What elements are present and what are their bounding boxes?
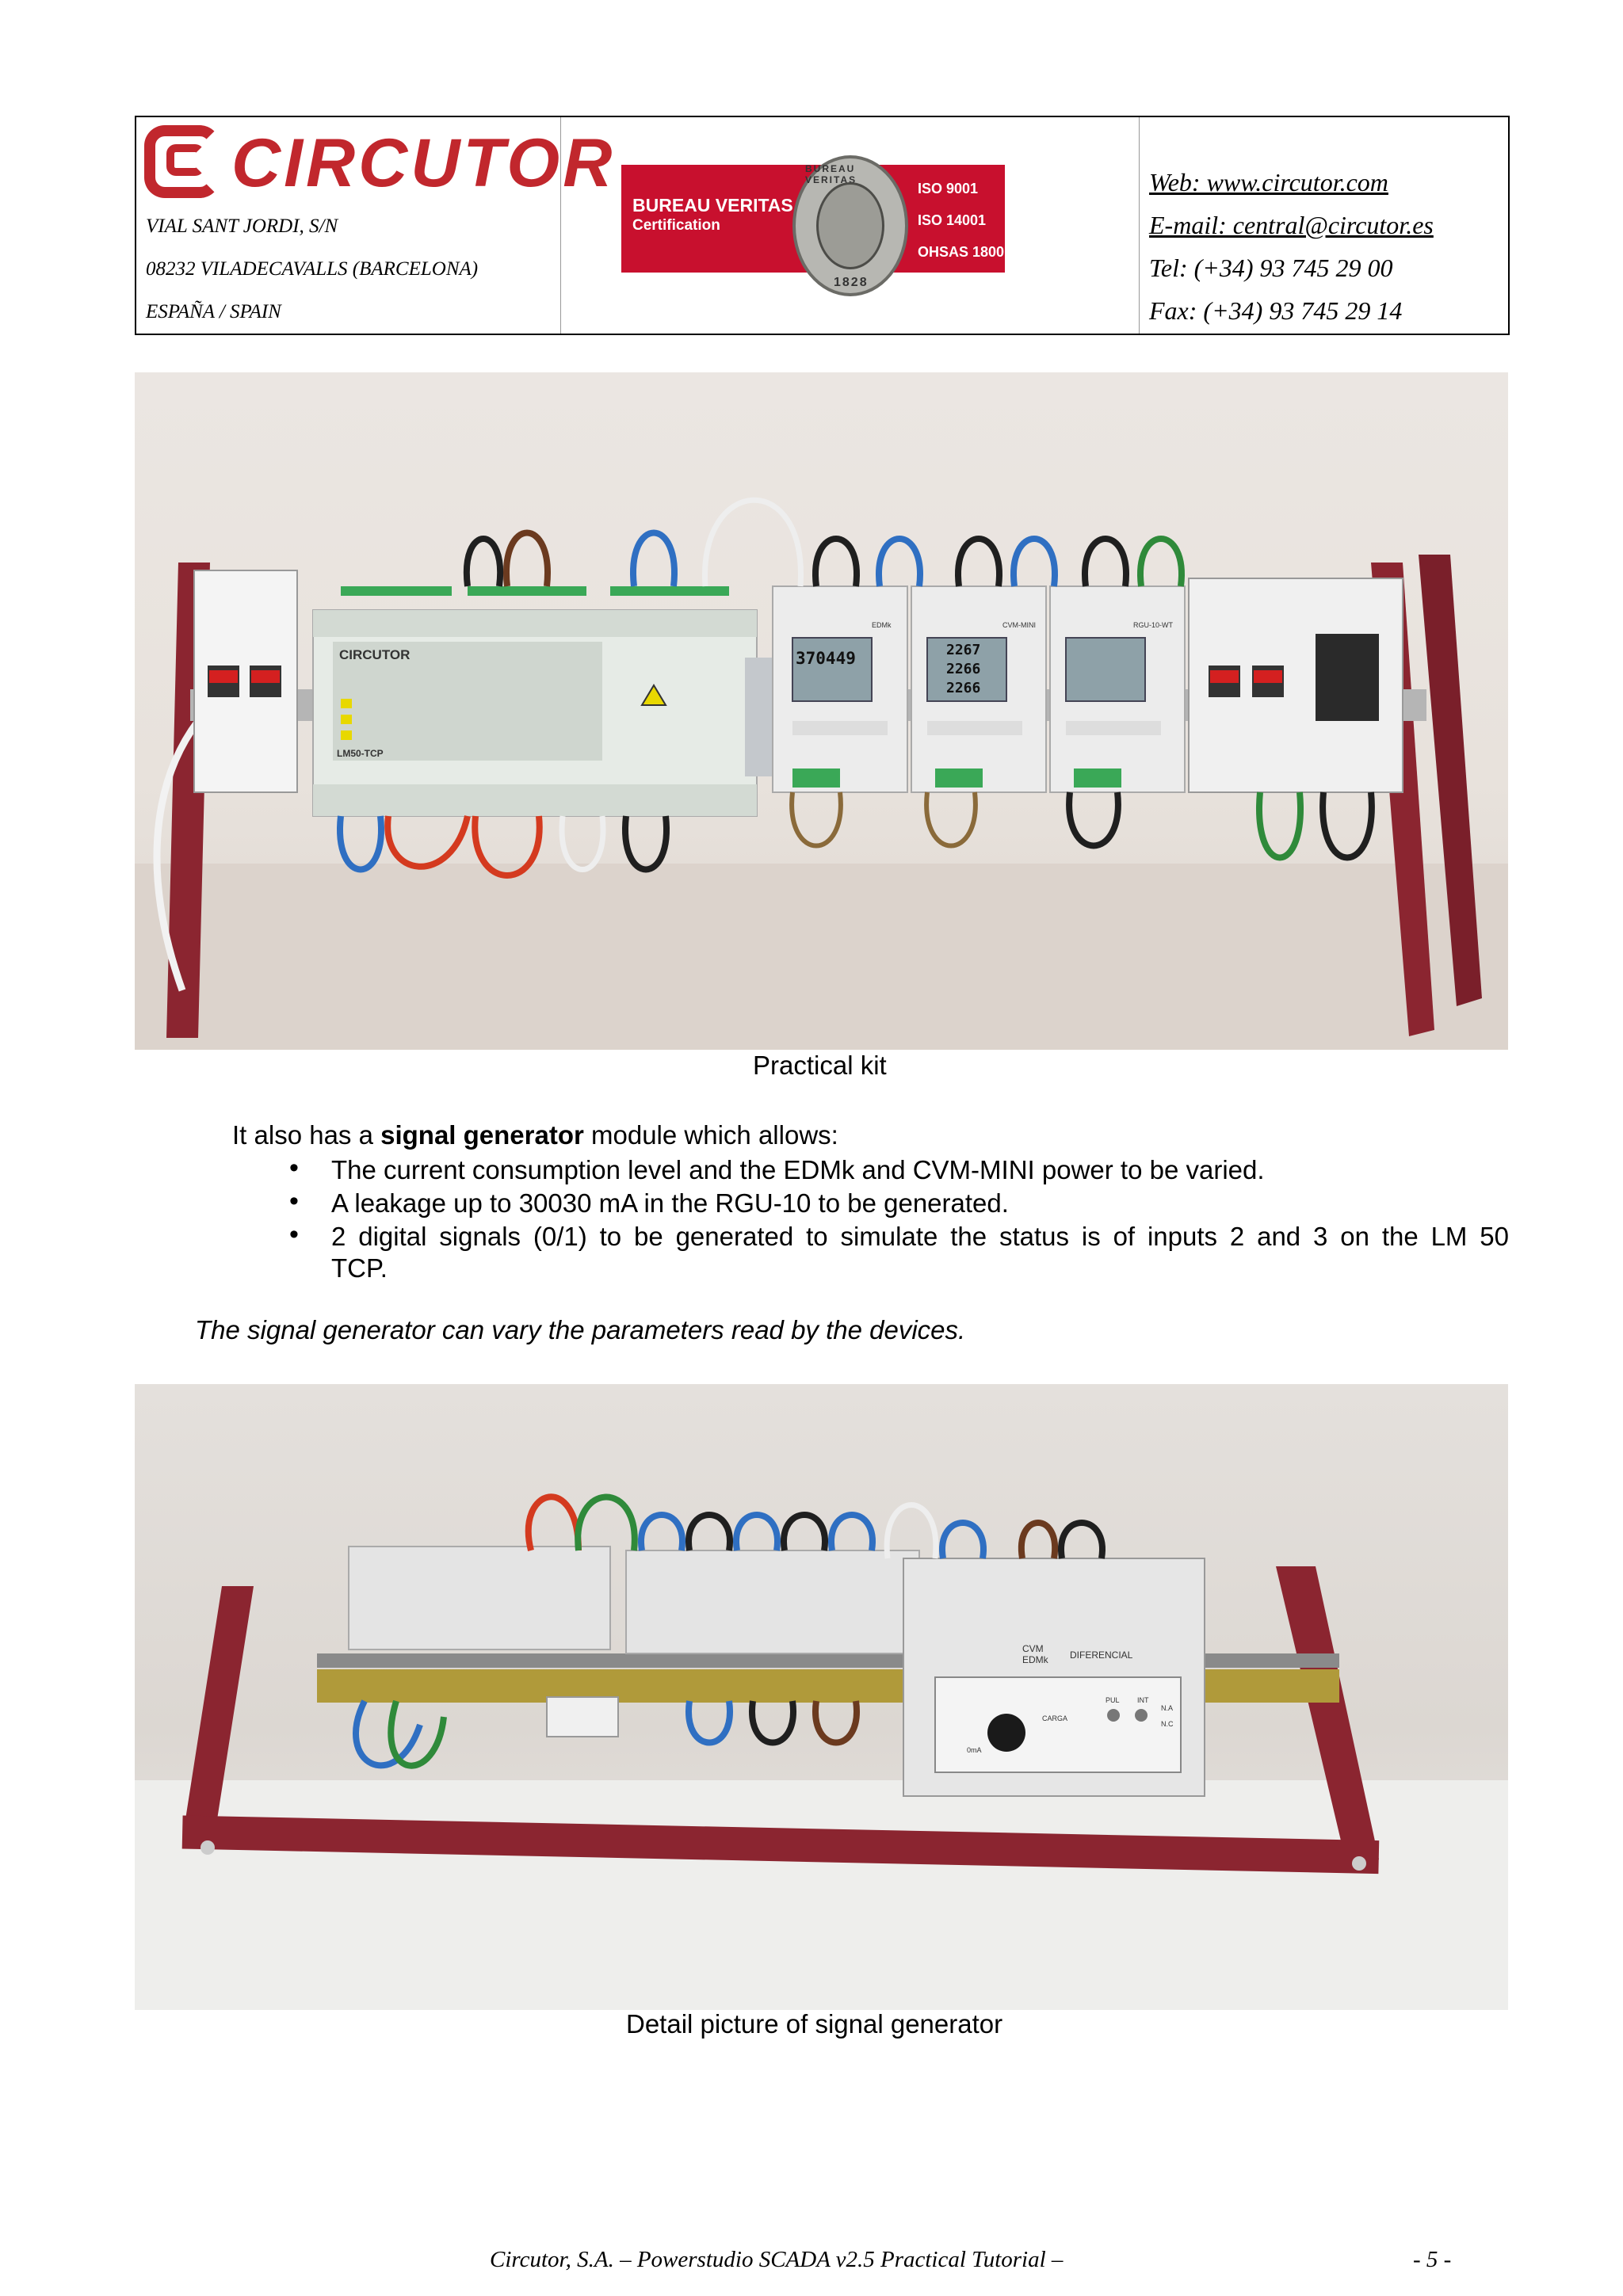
svg-text:2267: 2267 [946, 642, 980, 658]
bullet-item-3: 2 digital signals (0/1) to be generated … [331, 1222, 1509, 1251]
phone-number: Tel: (+34) 93 745 29 00 [1149, 254, 1393, 282]
address-line-2: 08232 VILADECAVALLS (BARCELONA) [146, 258, 479, 280]
svg-text:LM50-TCP: LM50-TCP [337, 748, 384, 759]
circutor-logo-mark [144, 125, 220, 198]
bureau-veritas-badge: BUREAU VERITAS Certification BUREAU VERI… [621, 155, 1012, 296]
page-number: - 5 - [1413, 2247, 1452, 2272]
svg-text:INT: INT [1137, 1696, 1149, 1704]
brand-name: CIRCUTOR [231, 125, 616, 201]
svg-text:CVM: CVM [1022, 1643, 1044, 1654]
svg-text:DIFERENCIAL: DIFERENCIAL [1070, 1650, 1133, 1661]
svg-text:RGU-10-WT: RGU-10-WT [1133, 621, 1173, 629]
svg-text:2266: 2266 [946, 661, 980, 677]
svg-text:CVM-MINI: CVM-MINI [1002, 621, 1036, 629]
svg-text:PUL: PUL [1106, 1696, 1120, 1704]
svg-text:N.C: N.C [1161, 1720, 1174, 1728]
svg-text:0mA: 0mA [967, 1746, 982, 1754]
practical-kit-photo: CIRCUTOR LM50-TCP 370449 2267 2266 2266 … [135, 372, 1508, 1050]
company-info: CIRCUTOR VIAL SANT JORDI, S/N 08232 VILA… [136, 117, 612, 334]
svg-text:CARGA: CARGA [1042, 1714, 1067, 1722]
svg-text:EDMk: EDMk [1022, 1654, 1049, 1665]
web-link[interactable]: Web: www.circutor.com [1149, 168, 1388, 196]
fax-number: Fax: (+34) 93 745 29 14 [1149, 296, 1403, 325]
seal-year: 1828 [834, 276, 869, 289]
figure2-caption: Detail picture of signal generator [626, 2009, 1003, 2039]
page-footer: Circutor, S.A. – Powerstudio SCADA v2.5 … [490, 2247, 1064, 2272]
intro-emphasis: signal generator [380, 1120, 584, 1150]
certification-area: BUREAU VERITAS Certification BUREAU VERI… [561, 117, 1140, 334]
standard-ohsas-18001: OHSAS 18001 [918, 244, 1013, 260]
address-line-1: VIAL SANT JORDI, S/N [146, 215, 338, 237]
bullet-marker-2: • [289, 1186, 299, 1216]
signal-generator-photo: CVM EDMk DIFERENCIAL CARGA PUL INT N.A N… [135, 1384, 1508, 2010]
svg-text:370449: 370449 [796, 649, 856, 668]
intro-paragraph: It also has a signal generator module wh… [232, 1120, 838, 1150]
standard-iso-14001: ISO 14001 [918, 212, 987, 228]
practical-kit-illustration: CIRCUTOR LM50-TCP 370449 2267 2266 2266 … [135, 497, 1508, 1050]
bureau-veritas-seal-icon: BUREAU VERITAS 1828 [792, 155, 908, 296]
certifier-name: BUREAU VERITAS [632, 195, 793, 215]
standard-iso-9001: ISO 9001 [918, 181, 979, 196]
certifier-sub: Certification [632, 217, 720, 234]
bullet-item-1: The current consumption level and the ED… [331, 1155, 1265, 1184]
circutor-logo: CIRCUTOR [143, 124, 612, 211]
bullet-marker-3: • [289, 1219, 299, 1249]
svg-text:2266: 2266 [946, 680, 980, 696]
address-line-3: ESPAÑA / SPAIN [146, 301, 281, 322]
signal-generator-illustration: CVM EDMk DIFERENCIAL CARGA PUL INT N.A N… [135, 1493, 1508, 2010]
bullet-item-2: A leakage up to 30030 mA in the RGU-10 t… [331, 1188, 1009, 1218]
figure1-caption: Practical kit [753, 1051, 887, 1080]
bullet-marker-1: • [289, 1153, 299, 1183]
bullet-item-3-continued: TCP. [331, 1253, 388, 1283]
svg-text:CIRCUTOR: CIRCUTOR [339, 647, 410, 662]
svg-text:N.A: N.A [1161, 1704, 1173, 1712]
svg-text:EDMk: EDMk [872, 621, 892, 629]
letterhead: CIRCUTOR VIAL SANT JORDI, S/N 08232 VILA… [135, 116, 1510, 335]
italic-note: The signal generator can vary the parame… [195, 1315, 966, 1344]
email-link[interactable]: E-mail: central@circutor.es [1149, 211, 1434, 239]
contact-info: Web: www.circutor.com E-mail: central@ci… [1140, 117, 1508, 334]
